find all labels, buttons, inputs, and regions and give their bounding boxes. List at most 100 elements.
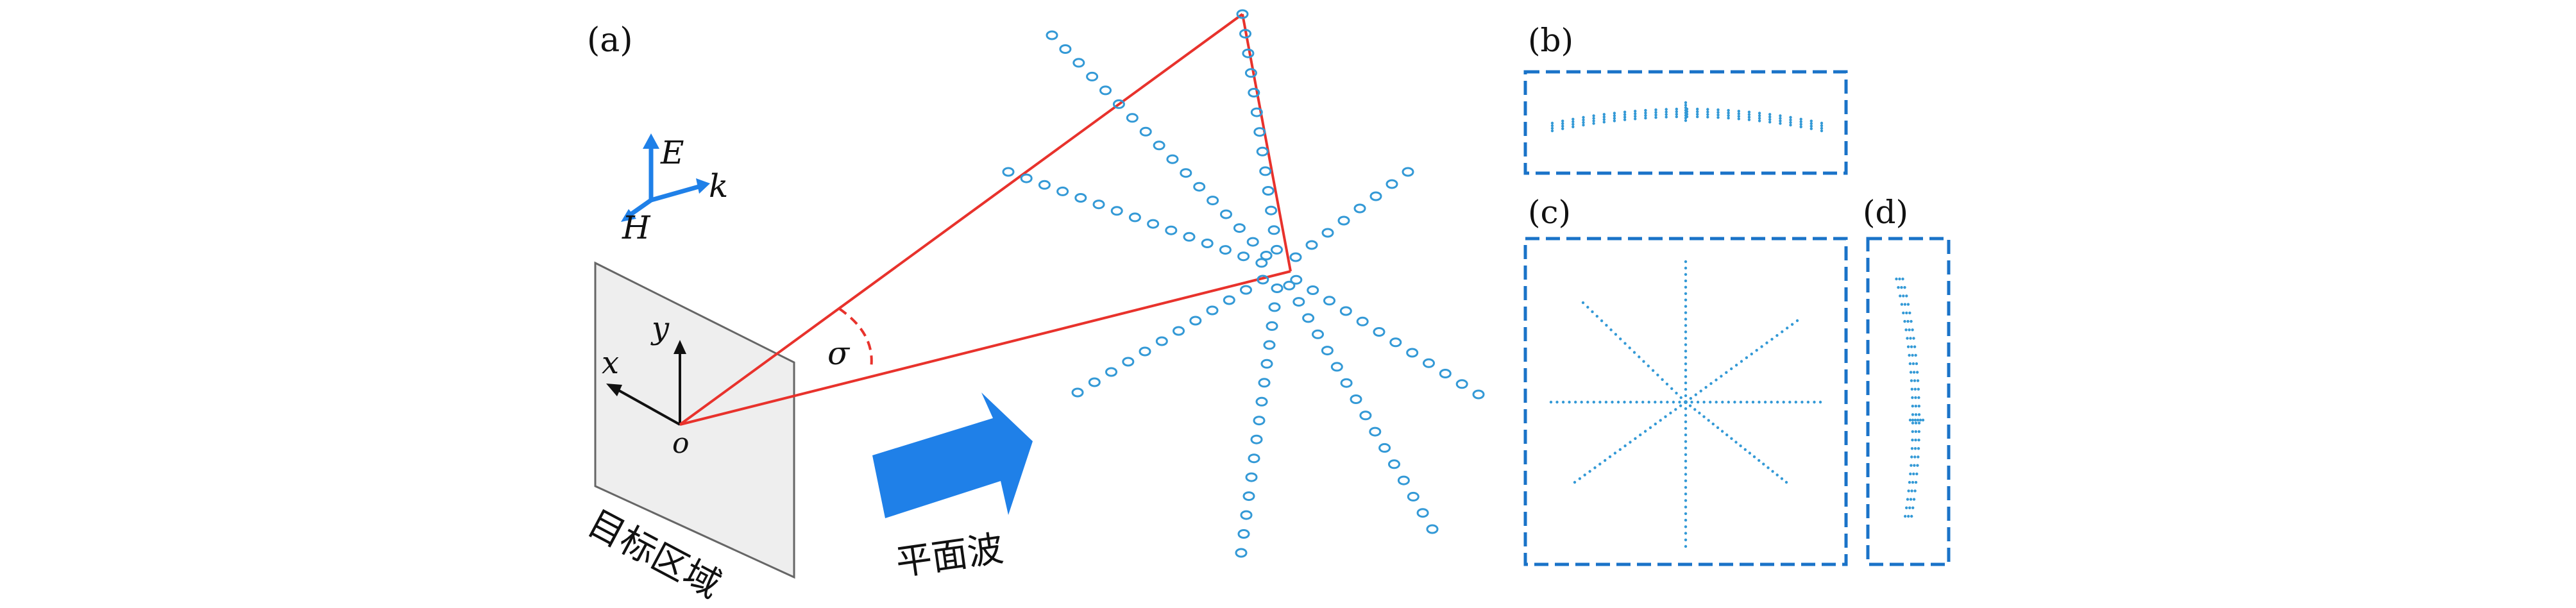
array-point-9 — [1244, 68, 1257, 78]
panel-b-point-111 — [1684, 108, 1688, 112]
panel-c-point-125 — [1758, 459, 1761, 462]
panel-b-point-95 — [1696, 115, 1699, 119]
ehk-axes-icon — [621, 133, 710, 222]
panel-b-point-89 — [1634, 117, 1637, 121]
array-point-62 — [1166, 154, 1179, 164]
panel-b-point-85 — [1592, 122, 1595, 125]
panel-label-a: (a) — [587, 21, 633, 60]
panel-c-point-62 — [1568, 400, 1571, 404]
panel-c-point-79 — [1770, 400, 1773, 404]
panel-c-point-35 — [1684, 493, 1688, 496]
panel-b-point-78 — [1799, 122, 1802, 126]
panel-d-point-22 — [1916, 464, 1919, 467]
array-point-75 — [1312, 329, 1324, 339]
panel-b-point-87 — [1613, 119, 1616, 122]
panel-b-point-11 — [1665, 108, 1668, 111]
panel-d-point-55 — [1909, 498, 1913, 501]
array-point-20 — [1253, 416, 1266, 426]
array-point-86 — [1416, 508, 1429, 518]
panel-c-point-142 — [1629, 441, 1632, 444]
panel-d-point-78 — [1910, 447, 1914, 450]
panel-c-point-150 — [1588, 469, 1591, 473]
array-point-25 — [1240, 510, 1253, 520]
panel-c-point-116 — [1716, 426, 1720, 429]
panel-b-point-31 — [1592, 117, 1595, 120]
panel-c-point-113 — [1702, 415, 1706, 418]
panel-c-point-46 — [1666, 400, 1669, 404]
panel-c-point-0 — [1684, 394, 1688, 398]
panel-b-point-51 — [1799, 120, 1802, 123]
panel-c-point-124 — [1752, 455, 1756, 459]
panel-b-point-27 — [1550, 124, 1554, 128]
array-point-59 — [1207, 196, 1219, 206]
panel-d-point-60 — [1899, 294, 1902, 298]
panel-c-point-107 — [1591, 310, 1594, 314]
k-vector-label: k — [709, 167, 728, 205]
panel-c-point-170 — [1770, 337, 1774, 341]
panel-c-point-39 — [1684, 518, 1688, 522]
panel-b-point-73 — [1747, 115, 1751, 119]
panel-c-point-114 — [1707, 419, 1710, 422]
array-point-17 — [1260, 359, 1273, 369]
panel-c-point-78 — [1763, 400, 1767, 404]
array-point-97 — [1105, 367, 1117, 377]
panel-c-point-43 — [1684, 545, 1688, 548]
panel-c-point-100 — [1623, 342, 1627, 345]
panel-c-point-104 — [1605, 324, 1608, 327]
panel-b-point-24 — [1799, 117, 1802, 121]
panel-b-point-44 — [1727, 111, 1730, 115]
panel-c-point-77 — [1758, 400, 1761, 404]
panel-b-point-113 — [1684, 114, 1688, 117]
panel-b-point-114 — [1684, 116, 1688, 120]
array-point-93 — [1173, 326, 1185, 336]
array-point-2 — [1265, 205, 1278, 215]
panel-b-point-97 — [1716, 116, 1720, 119]
panel-b-point-57 — [1582, 121, 1585, 124]
panel-b-point-70 — [1716, 114, 1720, 117]
panel-d-point-80 — [1910, 464, 1913, 467]
array-point-90 — [1223, 295, 1235, 305]
array-point-35 — [1128, 212, 1141, 223]
panel-d-point-85 — [1905, 506, 1908, 509]
panel-b-point-28 — [1561, 122, 1564, 125]
panel-b-point-107 — [1820, 129, 1824, 133]
panel-c-point-147 — [1604, 459, 1607, 462]
panel-d-point-74 — [1911, 413, 1915, 416]
array-point-96 — [1122, 357, 1135, 367]
array-point-82 — [1378, 443, 1391, 453]
panel-c-point-172 — [1781, 330, 1784, 334]
panel-b-point-80 — [1820, 126, 1824, 130]
array-point-55 — [1260, 251, 1273, 260]
panel-c-point-119 — [1730, 437, 1733, 440]
array-point-61 — [1180, 168, 1192, 178]
array-point-56 — [1246, 237, 1259, 247]
array-point-65 — [1126, 113, 1139, 123]
panel-d-point-76 — [1911, 430, 1914, 434]
panel-d-point-62 — [1902, 311, 1905, 315]
panel-c-point-82 — [1788, 400, 1792, 404]
h-field-label: H — [622, 209, 651, 246]
panel-b-point-98 — [1727, 116, 1730, 120]
panel-c-point-111 — [1693, 408, 1697, 411]
panel-d-point-59 — [1897, 286, 1900, 289]
panel-b-point-62 — [1634, 115, 1637, 118]
panel-c-point-83 — [1794, 400, 1797, 404]
array-point-42 — [1002, 167, 1015, 177]
panel-b-point-23 — [1789, 115, 1792, 119]
panel-b-point-21 — [1768, 113, 1772, 116]
panel-b-point-93 — [1675, 115, 1678, 119]
array-point-76 — [1321, 346, 1334, 356]
panel-c-point-123 — [1748, 452, 1752, 455]
panel-c-point-6 — [1684, 356, 1688, 359]
panel-c-point-10 — [1684, 330, 1688, 334]
array-point-1 — [1267, 225, 1280, 235]
panel-c-point-54 — [1616, 400, 1620, 404]
array-point-15 — [1266, 321, 1278, 331]
panel-c-point-38 — [1684, 512, 1688, 516]
panel-c-point-157 — [1704, 385, 1707, 389]
array-point-79 — [1350, 394, 1362, 404]
panel-c-point-71 — [1721, 400, 1724, 404]
panel-d-point-38 — [1911, 353, 1914, 357]
array-point-89 — [1240, 285, 1252, 295]
